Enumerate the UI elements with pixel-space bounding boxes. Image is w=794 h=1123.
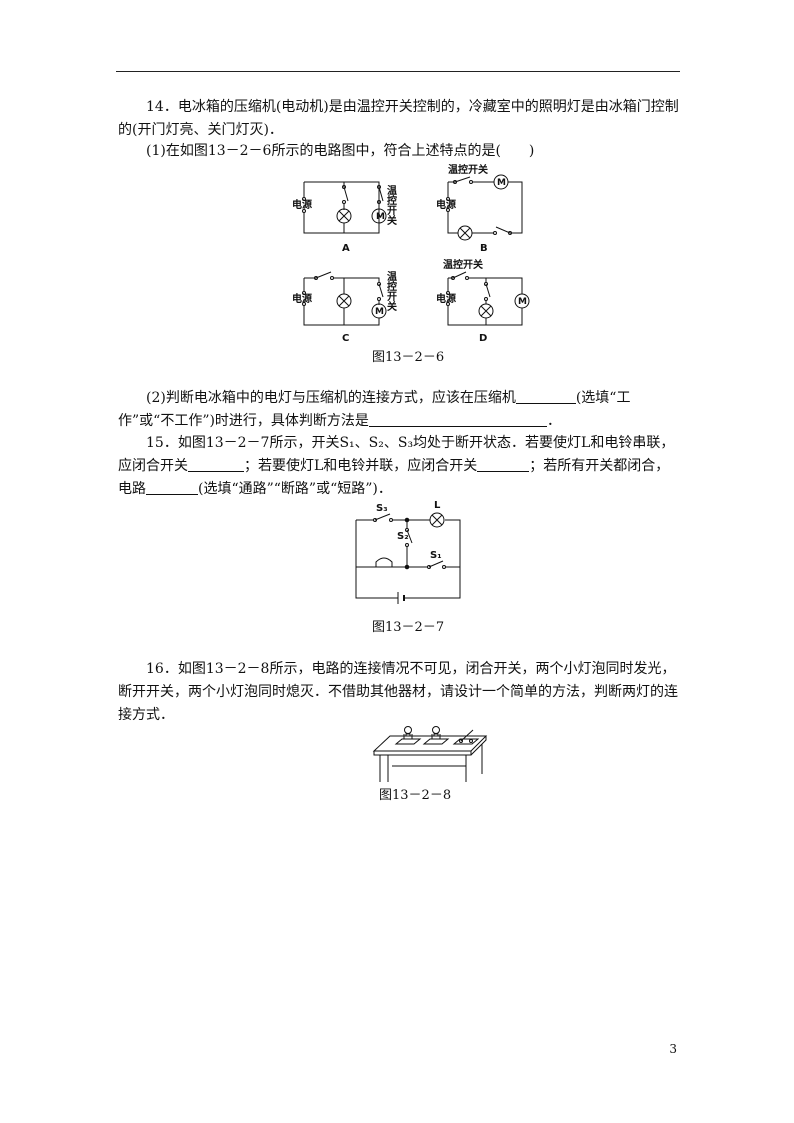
q14-part2-text-c: ．: [546, 413, 561, 429]
q15-text-3: ；若所有开关都闭合，电路: [118, 458, 670, 497]
circuit-c: M 电源 温控开关 C: [292, 270, 397, 344]
label-thermo-d: 温控开关: [443, 258, 483, 271]
label-thermo-a: 温控开关: [385, 184, 397, 226]
q15-blank-3[interactable]: [146, 479, 198, 495]
q15-blank-1[interactable]: [188, 456, 244, 472]
circuit-b: M 电源 温控开关 B: [436, 163, 523, 254]
q15-text-2: ；若要使灯L和电铃并联，应闭合开关: [244, 458, 478, 474]
label-l: L: [434, 500, 441, 511]
label-s1: S₁: [430, 550, 442, 561]
q16-text: 16．如图13－2－8所示，电路的连接情况不可见，闭合开关，两个小灯泡同时发光，…: [118, 661, 678, 723]
q14-blank-1[interactable]: [515, 388, 576, 404]
label-thermo-b: 温控开关: [448, 163, 488, 176]
label-power-a: 电源: [292, 198, 312, 211]
label-motor-b: M: [497, 178, 506, 188]
q14-part2-text-a: (2)判断电冰箱中的电灯与压缩机的连接方式，应该在压缩机: [146, 390, 516, 406]
figure-13-2-7-caption: 图13－2－7: [372, 620, 445, 635]
q15-text: 15．如图13－2－7所示，开关S₁、S₂、S₃均处于断开状态．若要使灯L和电铃…: [118, 432, 680, 501]
q15-text-4: (选填“通路”“断路”或“短路”)．: [198, 481, 392, 497]
label-s3: S₃: [376, 503, 388, 514]
label-power-b: 电源: [436, 198, 456, 211]
figure-13-2-8: [372, 726, 488, 782]
label-d: D: [479, 333, 487, 344]
label-a: A: [342, 243, 350, 254]
q14-part2-text-b: (选填“工作”或“不工作”)时进行，具体判断方法是: [118, 390, 631, 429]
q15-text-1: 15．如图13－2－7所示，开关S₁、S₂、S₃均处于断开状态．若要使灯L和电铃…: [118, 435, 675, 474]
header-rule: [116, 71, 680, 72]
q15-blank-2[interactable]: [477, 456, 530, 472]
circuit-d: M 电源 温控开关 D: [436, 258, 530, 344]
label-c: C: [342, 333, 349, 344]
label-motor-d: M: [518, 297, 527, 307]
bulb-board-2: [422, 726, 450, 745]
q14-part2: (2)判断电冰箱中的电灯与压缩机的连接方式，应该在压缩机(选填“工作”或“不工作…: [118, 387, 680, 433]
figure-13-2-6-caption: 图13－2－6: [372, 350, 445, 365]
label-power-c: 电源: [292, 292, 312, 305]
switch-board: [452, 729, 480, 745]
label-s2: S₂: [397, 531, 409, 542]
q14-blank-2[interactable]: [368, 411, 547, 427]
figure-13-2-6: 电源 M 温控开关 A M 电源 温控开关 B: [292, 163, 530, 344]
figure-13-2-7: S₃ L S₂ S₁: [355, 500, 461, 604]
circuit-a: 电源 M 温控开关 A: [292, 181, 397, 254]
page-number: 3: [669, 1042, 677, 1056]
label-motor-c: M: [375, 307, 384, 317]
label-power-d: 电源: [436, 292, 456, 305]
q14-stem: 14．电冰箱的压缩机(电动机)是由温控开关控制的，冷藏室中的照明灯是由冰箱门控制…: [118, 99, 679, 138]
label-motor-a: M: [376, 212, 385, 222]
label-b: B: [480, 243, 488, 254]
label-thermo-c: 温控开关: [385, 270, 397, 312]
figure-13-2-8-caption: 图13－2－8: [379, 788, 452, 803]
bulb-board-1: [394, 726, 422, 745]
q14-part1: (1)在如图13－2－6所示的电路图中，符合上述特点的是( ): [146, 143, 535, 159]
